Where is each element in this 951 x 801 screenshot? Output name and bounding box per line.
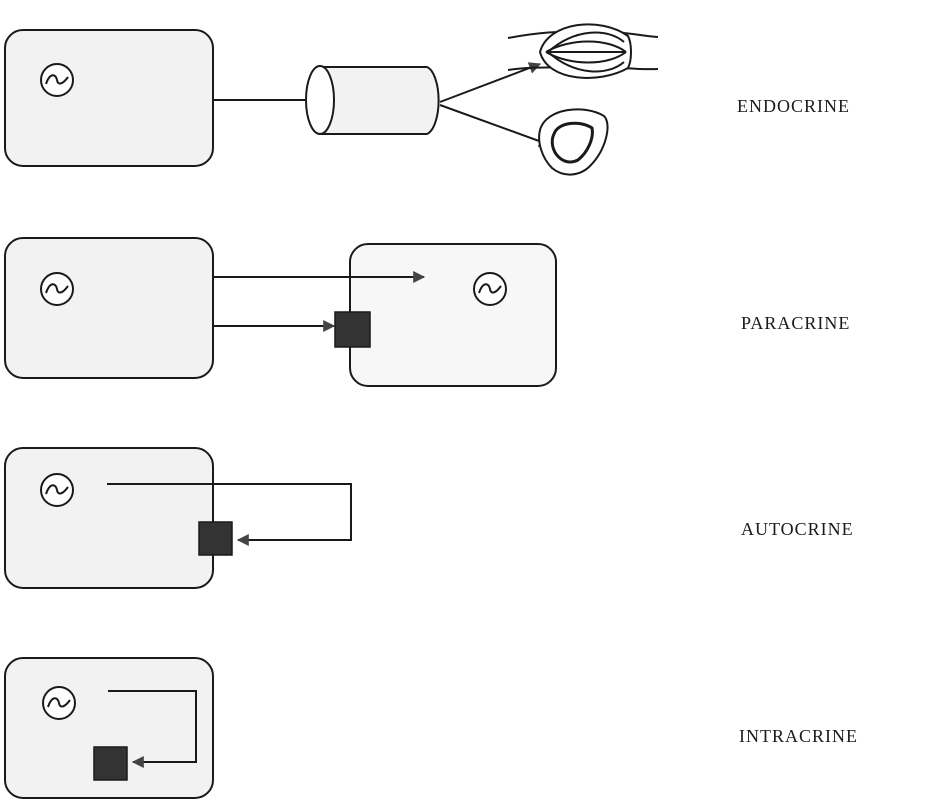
autocrine-cell bbox=[5, 448, 213, 588]
intracrine-receptor bbox=[94, 747, 127, 780]
intracrine-label: INTRACRINE bbox=[739, 726, 858, 746]
endocrine-arrow-to-muscle bbox=[440, 64, 540, 102]
endocrine-secreting-cell bbox=[5, 30, 213, 166]
intracrine-nucleus-icon bbox=[43, 687, 75, 719]
paracrine-receptor bbox=[335, 312, 370, 347]
endocrine-label: ENDOCRINE bbox=[737, 96, 850, 116]
blood-vessel-icon bbox=[306, 66, 439, 134]
autocrine-row: AUTOCRINE bbox=[5, 448, 854, 588]
paracrine-target-cell bbox=[350, 244, 556, 386]
autocrine-label: AUTOCRINE bbox=[741, 519, 854, 539]
intracrine-row: INTRACRINE bbox=[5, 658, 858, 798]
autocrine-nucleus-icon bbox=[41, 474, 73, 506]
paracrine-row: PARACRINE bbox=[5, 238, 850, 386]
endocrine-row: ENDOCRINE bbox=[5, 24, 850, 174]
endocrine-nucleus-icon bbox=[41, 64, 73, 96]
paracrine-label: PARACRINE bbox=[741, 313, 850, 333]
gland-target-icon bbox=[539, 109, 607, 174]
paracrine-secreting-cell bbox=[5, 238, 213, 378]
paracrine-nucleus-icon bbox=[41, 273, 73, 305]
endocrine-arrow-to-gland bbox=[440, 105, 550, 145]
autocrine-receptor bbox=[199, 522, 232, 555]
muscle-target-icon bbox=[508, 24, 658, 78]
paracrine-target-nucleus-icon bbox=[474, 273, 506, 305]
